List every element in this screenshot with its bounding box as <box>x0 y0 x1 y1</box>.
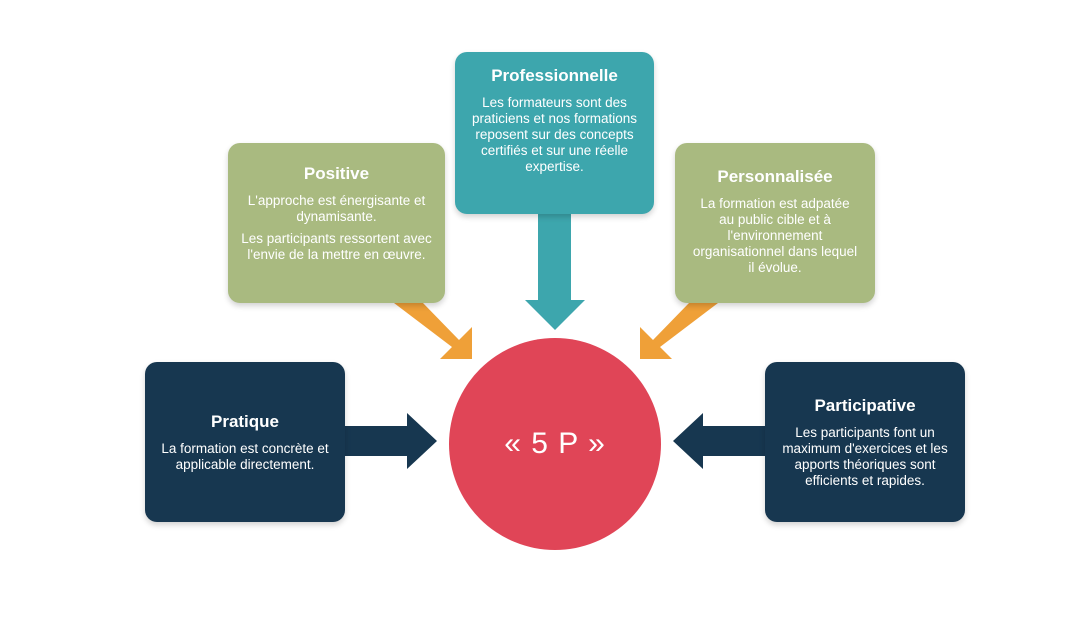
arrow-professionnelle <box>525 214 585 330</box>
box-professionnelle-title: Professionnelle <box>491 66 618 85</box>
box-pratique: Pratique La formation est concrète et ap… <box>145 362 345 522</box>
box-personnalisee: Personnalisée La formation est adpatée a… <box>675 143 875 303</box>
center-circle: « 5 P » <box>449 338 661 550</box>
arrow-pratique <box>345 413 437 469</box>
box-positive-text-2: Les participants ressortent avec l'envie… <box>241 231 432 262</box>
arrow-positive <box>394 303 472 359</box>
box-pratique-title: Pratique <box>210 411 280 431</box>
box-personnalisee-text: La formation est adpatée au public cible… <box>692 196 858 275</box>
box-positive-text-1: L'approche est énergisante et dynamisant… <box>247 193 426 224</box>
box-participative-title: Participative <box>814 395 916 415</box>
box-positive: Positive L'approche est énergisante et d… <box>228 143 445 303</box>
box-participative-text: Les participants font un maximum d'exerc… <box>782 424 948 488</box>
arrow-personnalisee <box>640 303 718 359</box>
arrow-participative <box>673 413 765 469</box>
center-label: « 5 P » <box>504 427 606 460</box>
box-participative: Participative Les participants font un m… <box>765 362 965 522</box>
box-professionnelle-text: Les formateurs sont des praticiens et no… <box>471 95 638 174</box>
box-personnalisee-title: Personnalisée <box>717 167 833 186</box>
box-pratique-text: La formation est concrète et applicable … <box>161 440 329 472</box>
box-professionnelle: Professionnelle Les formateurs sont des … <box>455 52 654 214</box>
box-positive-title: Positive <box>303 164 370 183</box>
